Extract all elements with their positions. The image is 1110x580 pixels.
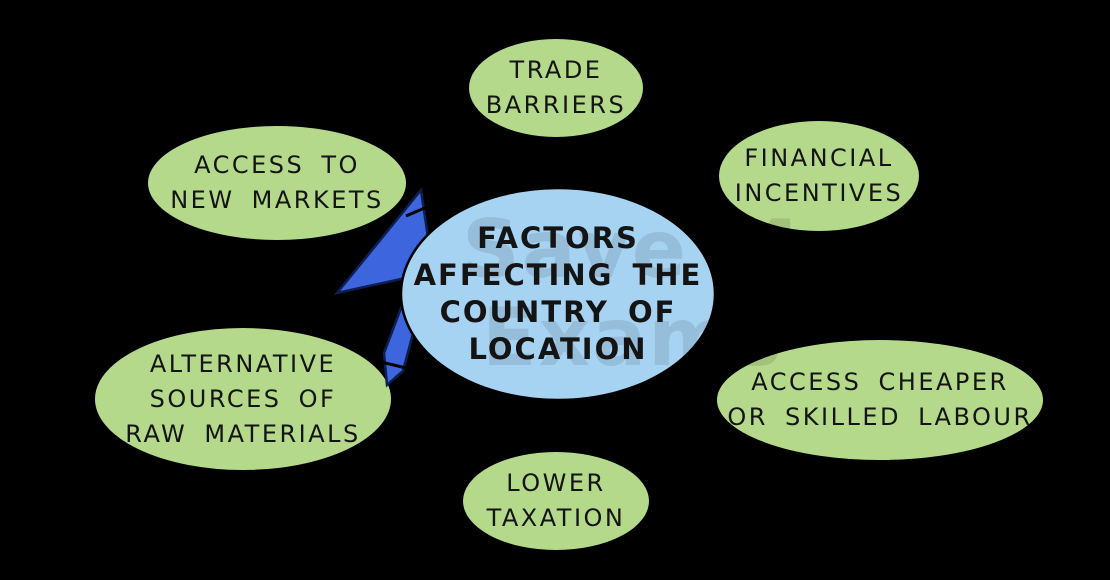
label-line: BARRIERS (485, 91, 627, 119)
label-access-new-markets: ACCESS TO NEW MARKETS (147, 125, 407, 241)
label-line: TRADE (509, 56, 603, 84)
label-line: INCENTIVES (734, 179, 904, 207)
label-line: TAXATION (486, 504, 626, 532)
label-cheaper-labour: ACCESS CHEAPER OR SKILLED LABOUR (716, 339, 1044, 461)
label-line: COUNTRY OF (439, 295, 677, 329)
label-line: RAW MATERIALS (125, 419, 361, 448)
ellipse-cheaper-labour (715, 338, 1045, 462)
label-alternative-sources: ALTERNATIVE SOURCES OF RAW MATERIALS (94, 327, 392, 471)
label-center-factors: FACTORS AFFECTING THE COUNTRY OF LOCATIO… (401, 188, 715, 400)
label-trade-barriers: TRADE BARRIERS (468, 38, 644, 138)
label-line: ACCESS CHEAPER (751, 368, 1009, 396)
ellipse-center-factors (399, 186, 717, 402)
ellipse-trade-barriers (467, 37, 645, 139)
label-line: LOWER (506, 469, 606, 497)
label-line: AFFECTING THE (413, 258, 703, 292)
label-line: LOCATION (468, 332, 648, 366)
label-line: FACTORS (477, 221, 639, 255)
label-line: ALTERNATIVE (149, 349, 337, 378)
label-line: SOURCES OF (149, 384, 337, 413)
label-lower-taxation: LOWER TAXATION (462, 451, 650, 551)
label-line: FINANCIAL (744, 144, 894, 172)
ellipse-financial-incentives (717, 119, 921, 233)
ellipse-lower-taxation (461, 450, 651, 552)
label-line: ACCESS TO (194, 151, 360, 179)
label-financial-incentives: FINANCIAL INCENTIVES (718, 120, 920, 232)
label-line: NEW MARKETS (170, 186, 384, 214)
ellipse-access-new-markets (146, 124, 408, 242)
ellipse-alternative-sources (93, 326, 393, 472)
label-line: OR SKILLED LABOUR (727, 403, 1033, 431)
